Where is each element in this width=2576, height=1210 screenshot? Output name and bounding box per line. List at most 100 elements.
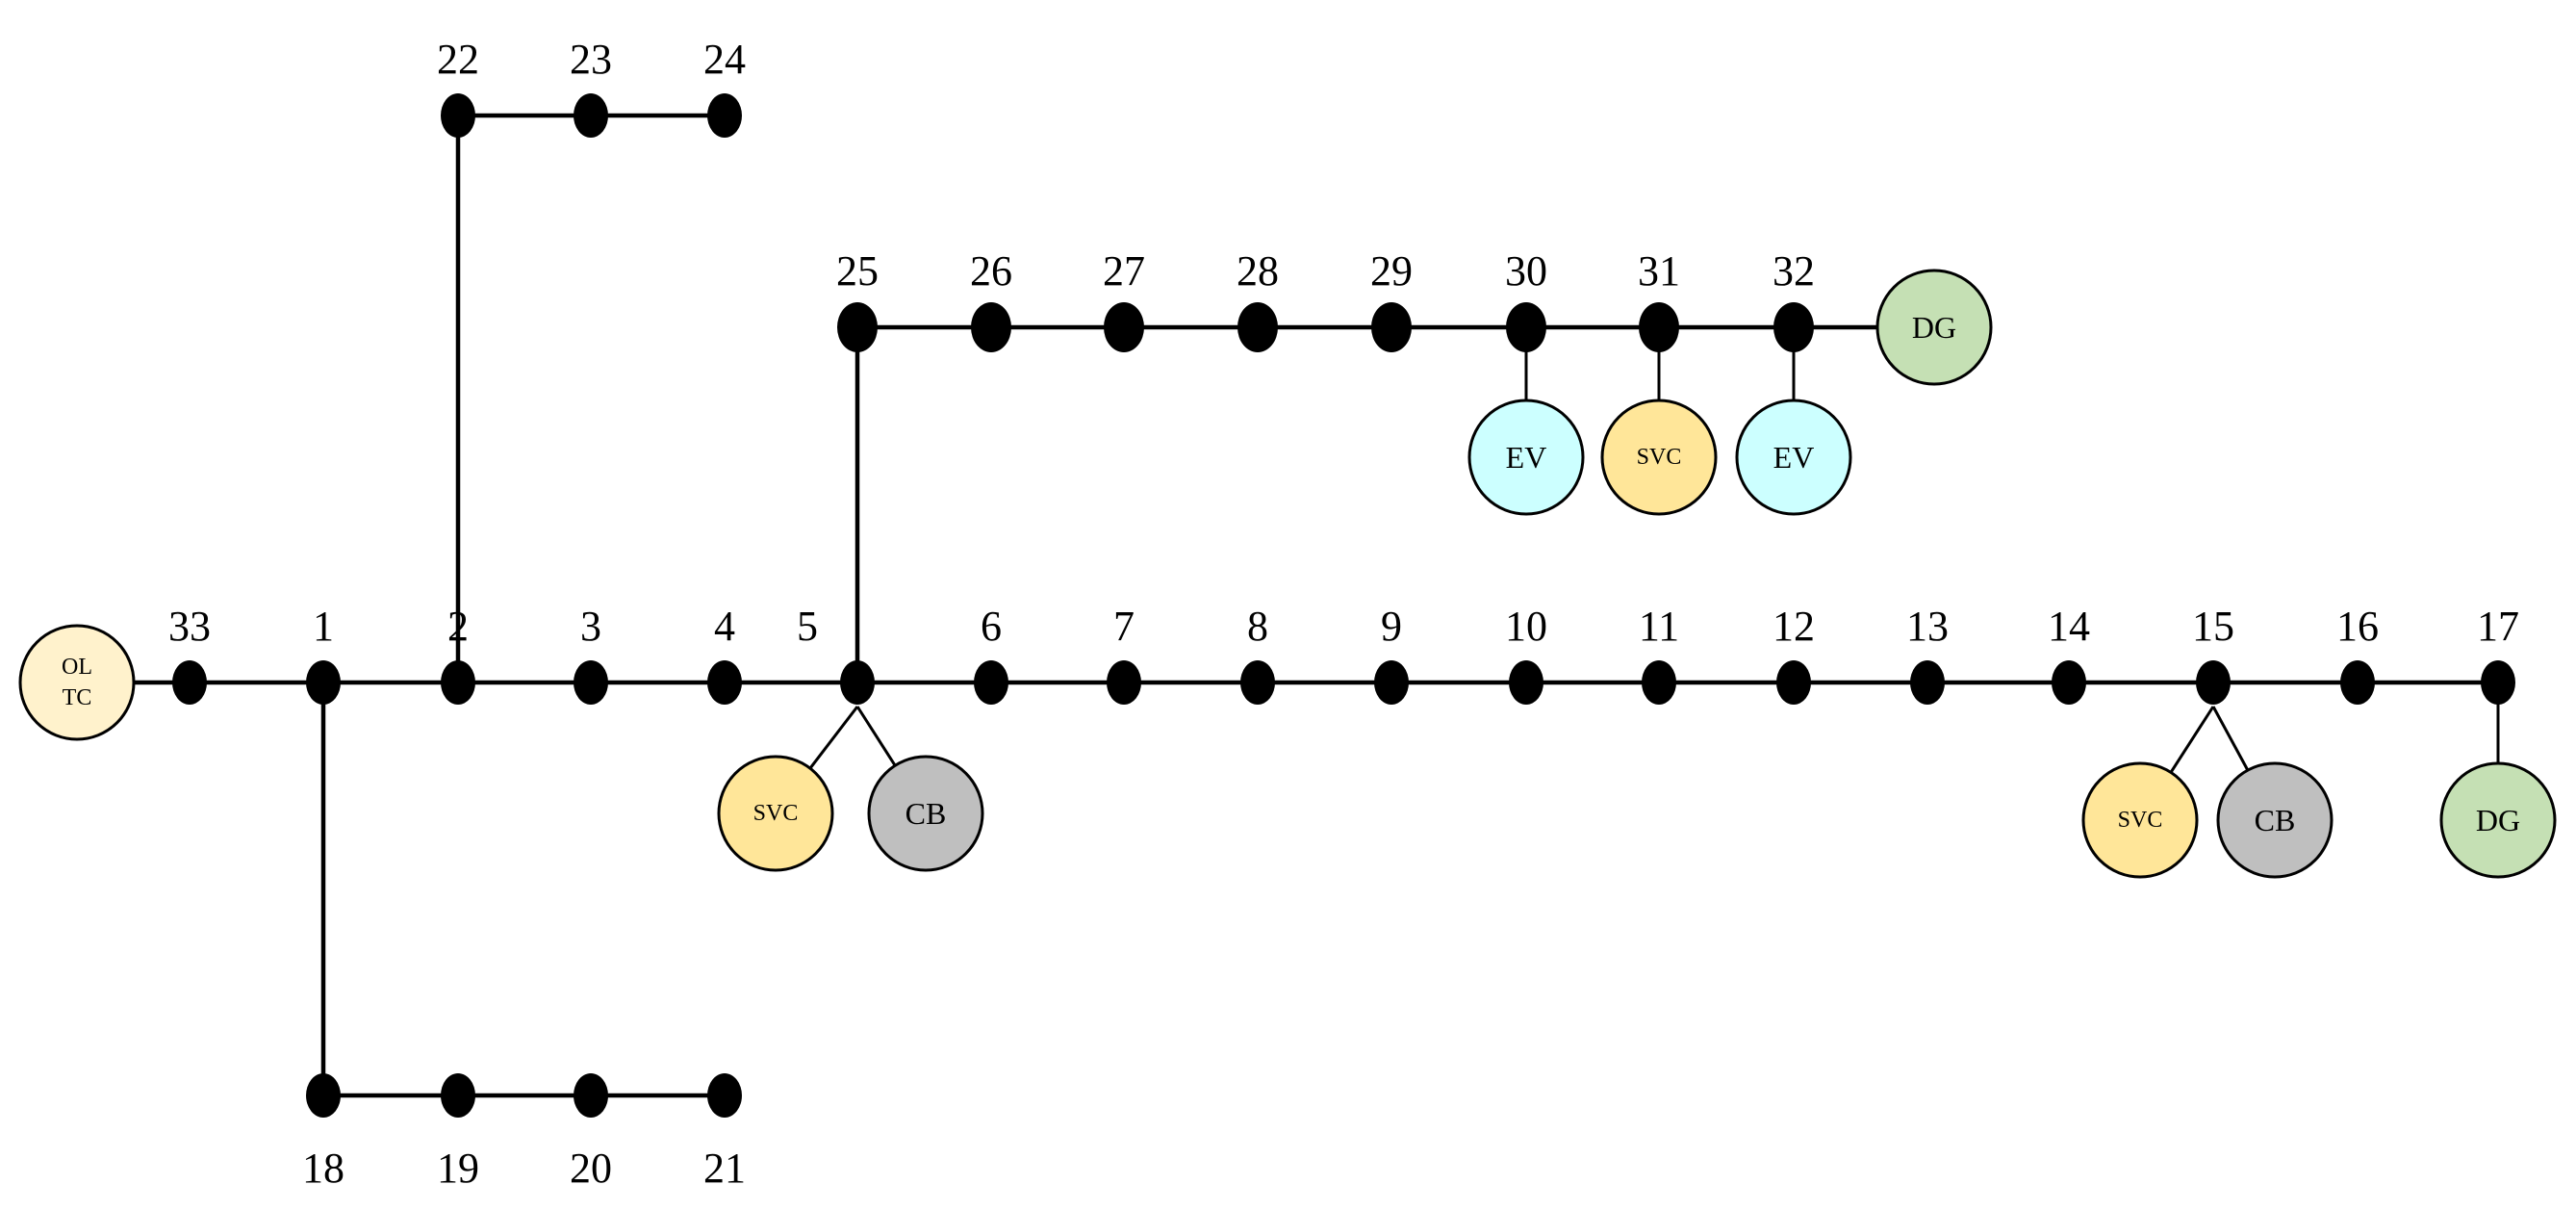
ev-30-label: EV: [1506, 440, 1547, 475]
cb-5-connector: [855, 706, 897, 767]
cb-15-connector: [2211, 706, 2250, 771]
bus-label-16: 16: [2336, 603, 2379, 650]
cb-icon: [867, 755, 984, 872]
bus-label-14: 14: [2048, 603, 2090, 650]
bus-label-24: 24: [703, 36, 746, 83]
bus-label-21: 21: [703, 1145, 746, 1192]
bus-label-22: 22: [437, 36, 479, 83]
bus-node-6: [974, 660, 1008, 705]
bus-label-28: 28: [1237, 247, 1279, 295]
device-ev-30: EV: [1467, 399, 1585, 516]
bus-label-29: 29: [1370, 247, 1413, 295]
bus-node-3: [574, 660, 608, 705]
device-svc-5: SVC: [717, 755, 834, 872]
bus-label-23: 23: [570, 36, 612, 83]
bus-label-32: 32: [1773, 247, 1815, 295]
bus-node-27: [1104, 302, 1144, 352]
bus-nodes: [172, 93, 2515, 1118]
branch-lines: [190, 113, 2498, 1098]
svc-31-label: SVC: [1637, 445, 1682, 470]
svc-5-label: SVC: [753, 801, 799, 826]
bus-label-3: 3: [580, 603, 601, 650]
bus-node-4: [707, 660, 742, 705]
bus-label-6: 6: [981, 603, 1002, 650]
dg-17-label: DG: [2476, 803, 2520, 837]
bus-node-10: [1509, 660, 1543, 705]
bus-label-27: 27: [1103, 247, 1145, 295]
bus-node-24: [707, 93, 742, 138]
device-cb-5: CB: [867, 755, 984, 872]
dg-icon: [2439, 761, 2557, 879]
bus-node-1: [306, 660, 341, 705]
bus-node-18: [306, 1073, 341, 1118]
svc-icon: [717, 755, 834, 872]
bus-node-22: [441, 93, 475, 138]
cb-5-label: CB: [905, 796, 947, 831]
device-dg-32: DG: [1875, 269, 1993, 386]
bus-label-10: 10: [1505, 603, 1547, 650]
bus-node-29: [1371, 302, 1412, 352]
device-oltc: OL TC: [18, 624, 136, 741]
svc-5-connector: [808, 706, 859, 770]
bus-node-2: [441, 660, 475, 705]
bus-node-13: [1910, 660, 1945, 705]
device-connectors: [134, 324, 2500, 774]
bus-node-32: [1773, 302, 1814, 352]
svc-icon: [2081, 761, 2199, 879]
dg-32-label: DG: [1912, 310, 1956, 345]
bus-node-30: [1506, 302, 1546, 352]
device-dg-17: DG: [2439, 761, 2557, 879]
bus-node-17: [2481, 660, 2515, 705]
bus-node-9: [1374, 660, 1409, 705]
dg-icon: [1875, 269, 1993, 386]
bus-label-4: 4: [714, 603, 735, 650]
bus-node-15: [2196, 660, 2231, 705]
bus-label-18: 18: [302, 1145, 344, 1192]
ev-icon: [1467, 399, 1585, 516]
device-ev-32: EV: [1735, 399, 1852, 516]
bus-node-8: [1240, 660, 1275, 705]
bus-label-8: 8: [1247, 603, 1268, 650]
bus-label-2: 2: [447, 603, 469, 650]
device-svc-15: SVC: [2081, 761, 2199, 879]
bus-label-5: 5: [797, 603, 818, 650]
bus-node-33: [172, 660, 207, 705]
bus-label-30: 30: [1505, 247, 1547, 295]
bus-label-7: 7: [1113, 603, 1135, 650]
bus-node-16: [2340, 660, 2375, 705]
cb-icon: [2216, 761, 2334, 879]
bus-label-13: 13: [1906, 603, 1949, 650]
bus-node-28: [1237, 302, 1278, 352]
bus-node-26: [971, 302, 1011, 352]
bus-node-19: [441, 1073, 475, 1118]
devices: OL TC SVC CB EV SVC EV DG SVC CB DG: [18, 269, 2557, 879]
oltc-label: TC: [63, 685, 92, 710]
bus-node-21: [707, 1073, 742, 1118]
bus-label-19: 19: [437, 1145, 479, 1192]
bus-node-7: [1107, 660, 1141, 705]
svc-icon: [1600, 399, 1718, 516]
bus-label-31: 31: [1638, 247, 1680, 295]
bus-label-33: 33: [168, 603, 211, 650]
bus-label-26: 26: [970, 247, 1012, 295]
oltc-label: OL: [62, 655, 92, 680]
bus-label-20: 20: [570, 1145, 612, 1192]
bus-node-23: [574, 93, 608, 138]
bus-label-1: 1: [313, 603, 334, 650]
bus-label-25: 25: [836, 247, 879, 295]
oltc-icon: [18, 624, 136, 741]
bus-label-9: 9: [1381, 603, 1402, 650]
bus-label-15: 15: [2192, 603, 2234, 650]
bus-node-5: [840, 660, 875, 705]
ev-icon: [1735, 399, 1852, 516]
bus-label-12: 12: [1773, 603, 1815, 650]
bus-node-31: [1639, 302, 1679, 352]
bus-node-11: [1642, 660, 1676, 705]
svc-15-label: SVC: [2118, 808, 2163, 833]
bus-label-11: 11: [1639, 603, 1679, 650]
bus-label-17: 17: [2477, 603, 2519, 650]
bus-node-25: [837, 302, 878, 352]
device-cb-15: CB: [2216, 761, 2334, 879]
